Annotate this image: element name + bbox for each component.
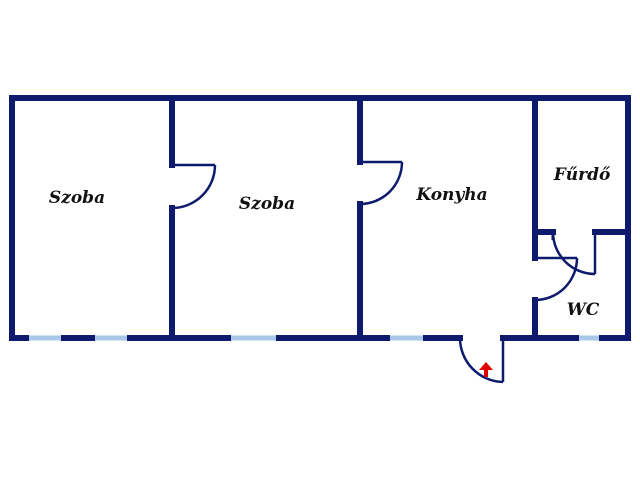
room-label-wc: WC [567,300,600,320]
door-wc[interactable] [534,256,579,302]
door-szoba-1-szoba-2[interactable] [171,163,217,210]
room-label-furdo: Fűrdő [553,165,611,185]
room-labels: Szoba Szoba Konyha Fűrdő WC [49,165,611,320]
room-label-szoba-2: Szoba [239,194,295,214]
interior-walls [169,95,631,341]
door-furdo[interactable] [551,231,597,276]
doors [171,160,597,384]
room-label-szoba-1: Szoba [49,188,105,208]
door-szoba-2-konyha[interactable] [359,160,404,206]
door-entrance[interactable] [458,337,505,384]
room-label-konyha: Konyha [415,185,487,205]
entrance-arrow-icon [479,362,493,377]
outer-walls [9,95,631,341]
